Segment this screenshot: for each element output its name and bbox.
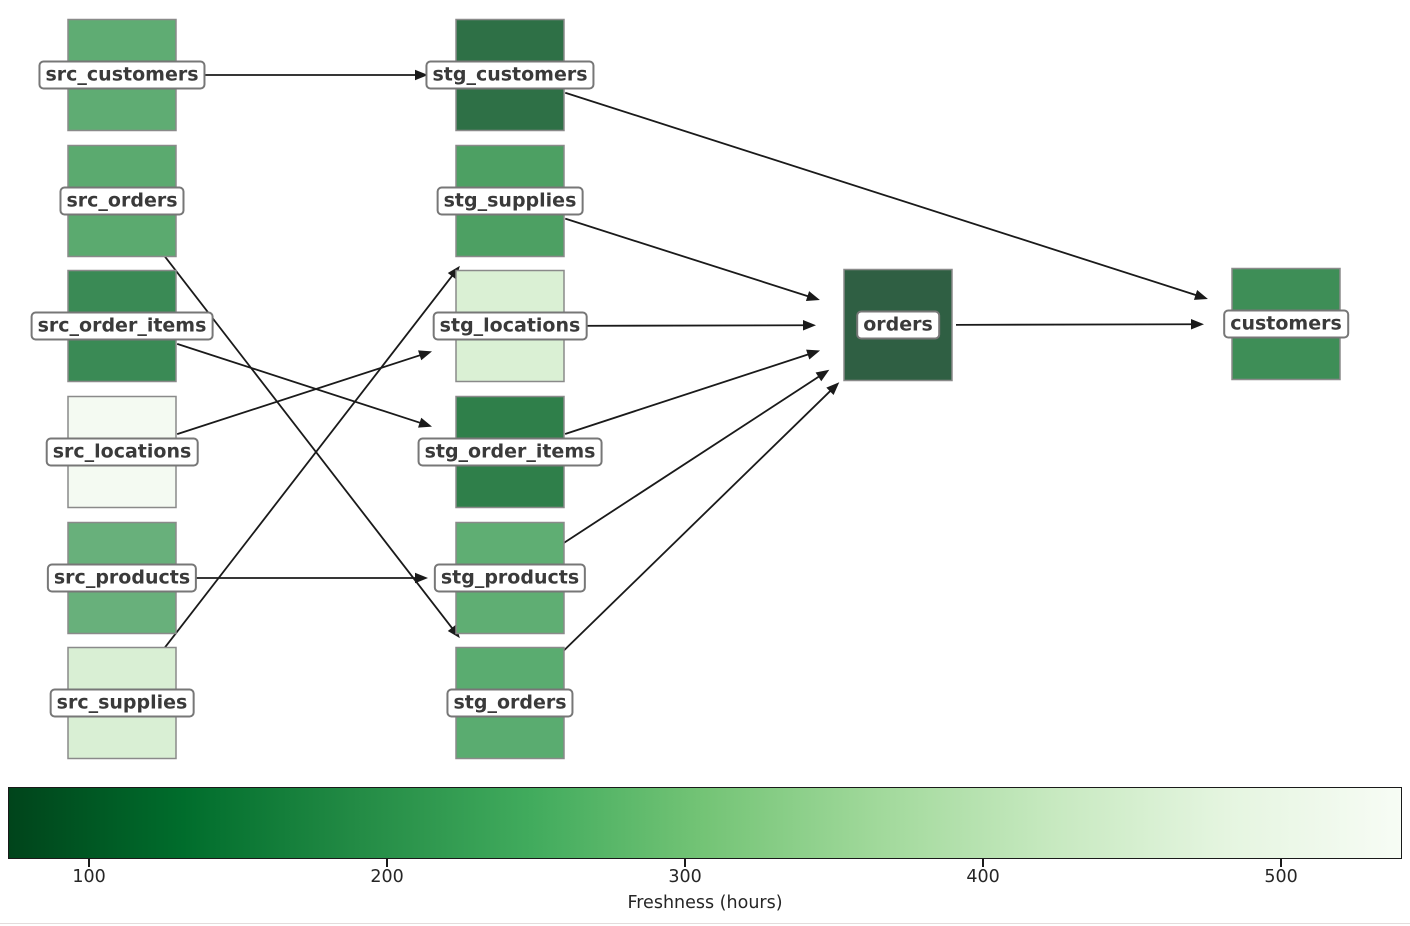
node-label-customers: customers	[1223, 309, 1349, 339]
arrowhead-stg_order_items-to-orders	[806, 349, 821, 360]
edge-src_supplies-to-stg_supplies	[156, 271, 456, 658]
dag-canvas	[67, 18, 1341, 760]
colorbar-tick-label: 300	[668, 867, 702, 887]
arrowhead-src_products-to-stg_products	[415, 572, 428, 584]
node-label-src_locations: src_locations	[45, 437, 199, 467]
arrowhead-stg_supplies-to-orders	[805, 291, 820, 302]
edge-orders-to-customers	[955, 323, 1197, 326]
node-label-stg_products: stg_products	[433, 563, 587, 593]
node-label-src_customers: src_customers	[38, 60, 206, 90]
node-label-src_orders: src_orders	[59, 186, 185, 216]
node-label-src_supplies: src_supplies	[49, 688, 195, 718]
arrowhead-orders-to-customers	[1190, 319, 1205, 330]
colorbar-axis-label: Freshness (hours)	[627, 893, 783, 913]
figure-bottom-border	[0, 923, 1410, 924]
edge-stg_customers-to-customers	[564, 91, 1201, 298]
arrowhead-stg_locations-to-orders	[802, 320, 817, 331]
colorbar-tick-label: 500	[1264, 867, 1298, 887]
node-label-stg_orders: stg_orders	[446, 688, 574, 718]
edge-stg_supplies-to-orders	[564, 217, 813, 299]
node-label-stg_customers: stg_customers	[425, 60, 595, 90]
edge-stg_orders-to-orders	[550, 387, 835, 664]
arrowhead-src_customers-to-stg_customers	[415, 69, 428, 81]
arrowhead-stg_orders-to-orders	[826, 382, 840, 396]
colorbar-tick-label: 100	[72, 867, 106, 887]
colorbar-tickmark-300	[684, 859, 687, 867]
arrowhead-src_order_items-to-stg_order_items	[418, 417, 433, 428]
edges-layer	[156, 69, 1208, 664]
node-label-src_order_items: src_order_items	[30, 311, 214, 341]
edge-src_order_items-to-stg_order_items	[176, 343, 425, 426]
node-label-src_products: src_products	[46, 563, 198, 593]
colorbar-tickmark-100	[88, 859, 91, 867]
node-label-orders: orders	[856, 310, 940, 340]
edge-src_orders-to-stg_orders	[156, 246, 456, 633]
colorbar-tickmark-400	[982, 859, 985, 867]
colorbar-tick-label: 200	[370, 867, 404, 887]
colorbar	[8, 787, 1402, 859]
arrowhead-stg_products-to-orders	[815, 369, 830, 382]
colorbar-tickmark-200	[386, 859, 389, 867]
colorbar-tick-label: 400	[966, 867, 1000, 887]
edge-stg_locations-to-orders	[567, 324, 809, 327]
arrowhead-stg_customers-to-customers	[1193, 290, 1208, 300]
edge-stg_order_items-to-orders	[564, 352, 813, 435]
colorbar-tickmark-500	[1280, 859, 1283, 867]
arrowhead-src_locations-to-stg_locations	[418, 350, 433, 361]
edge-stg_products-to-orders	[558, 373, 824, 548]
edge-src_locations-to-stg_locations	[176, 352, 425, 435]
node-label-stg_order_items: stg_order_items	[417, 437, 603, 467]
node-label-stg_supplies: stg_supplies	[436, 186, 584, 216]
node-label-stg_locations: stg_locations	[432, 311, 588, 341]
